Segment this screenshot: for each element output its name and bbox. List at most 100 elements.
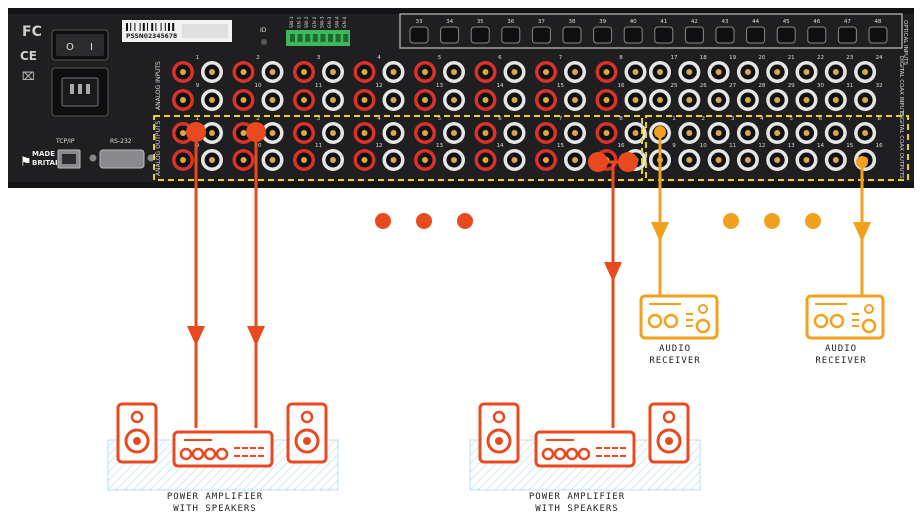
- analog-output-red-jack[interactable]: [535, 122, 557, 144]
- digital-coax-output-jack[interactable]: [795, 122, 818, 144]
- optical-port[interactable]: [807, 26, 827, 44]
- digital-coax-input-jack[interactable]: [736, 89, 759, 111]
- optical-port[interactable]: [837, 26, 857, 44]
- analog-output-red-jack[interactable]: [414, 122, 436, 144]
- optical-port[interactable]: [440, 26, 460, 44]
- digital-coax-input-jack[interactable]: [795, 89, 818, 111]
- digital-coax-input-jack[interactable]: [824, 89, 847, 111]
- analog-input-white-jack[interactable]: [443, 89, 465, 111]
- digital-coax-input-jack[interactable]: [678, 89, 701, 111]
- analog-input-red-jack[interactable]: [172, 89, 194, 111]
- analog-input-white-jack[interactable]: [624, 61, 647, 83]
- analog-output-red-jack[interactable]: [474, 149, 497, 171]
- digital-coax-output-jack[interactable]: [766, 149, 789, 171]
- analog-output-white-jack[interactable]: [201, 149, 223, 171]
- digital-coax-output-jack[interactable]: [678, 122, 701, 144]
- optical-port[interactable]: [593, 26, 613, 44]
- analog-input-white-jack[interactable]: [322, 61, 344, 83]
- analog-input-white-jack[interactable]: [503, 61, 526, 83]
- digital-coax-output-jack[interactable]: [707, 149, 730, 171]
- optical-port[interactable]: [684, 26, 704, 44]
- digital-coax-output-jack[interactable]: [795, 149, 818, 171]
- digital-coax-input-jack[interactable]: [707, 89, 730, 111]
- analog-input-white-jack[interactable]: [201, 89, 223, 111]
- analog-output-white-jack[interactable]: [443, 122, 465, 144]
- analog-output-white-jack[interactable]: [322, 149, 344, 171]
- analog-output-red-jack[interactable]: [293, 149, 315, 171]
- digital-coax-output-jack[interactable]: [736, 149, 759, 171]
- analog-output-white-jack[interactable]: [382, 122, 405, 144]
- digital-coax-output-jack[interactable]: [678, 149, 701, 171]
- analog-input-white-jack[interactable]: [564, 89, 586, 111]
- analog-output-white-jack[interactable]: [624, 122, 647, 144]
- analog-input-white-jack[interactable]: [564, 61, 586, 83]
- analog-input-red-jack[interactable]: [595, 61, 618, 83]
- analog-input-white-jack[interactable]: [443, 61, 465, 83]
- analog-input-red-jack[interactable]: [535, 89, 557, 111]
- analog-output-white-jack[interactable]: [322, 122, 344, 144]
- digital-coax-input-jack[interactable]: [854, 89, 877, 111]
- analog-input-red-jack[interactable]: [595, 89, 618, 111]
- analog-input-white-jack[interactable]: [382, 61, 405, 83]
- analog-input-white-jack[interactable]: [624, 89, 647, 111]
- optical-port[interactable]: [715, 26, 735, 44]
- optical-port[interactable]: [562, 26, 582, 44]
- optical-port[interactable]: [409, 26, 429, 44]
- digital-coax-input-jack[interactable]: [766, 89, 789, 111]
- optical-port[interactable]: [531, 26, 551, 44]
- analog-input-red-jack[interactable]: [293, 89, 315, 111]
- analog-input-red-jack[interactable]: [535, 61, 557, 83]
- terminal-screw[interactable]: [312, 34, 318, 42]
- analog-output-red-jack[interactable]: [293, 122, 315, 144]
- digital-coax-input-jack[interactable]: [736, 61, 759, 83]
- digital-coax-input-jack[interactable]: [766, 61, 789, 83]
- analog-output-white-jack[interactable]: [503, 122, 526, 144]
- analog-input-white-jack[interactable]: [322, 89, 344, 111]
- terminal-screw[interactable]: [290, 34, 295, 42]
- analog-output-red-jack[interactable]: [353, 122, 376, 144]
- analog-input-red-jack[interactable]: [353, 89, 376, 111]
- analog-output-white-jack[interactable]: [564, 149, 586, 171]
- analog-input-red-jack[interactable]: [353, 61, 376, 83]
- analog-output-red-jack[interactable]: [353, 149, 376, 171]
- analog-output-white-jack[interactable]: [382, 149, 405, 171]
- analog-input-red-jack[interactable]: [172, 61, 194, 83]
- analog-input-red-jack[interactable]: [474, 89, 497, 111]
- terminal-screw[interactable]: [335, 34, 341, 42]
- digital-coax-input-jack[interactable]: [649, 89, 671, 111]
- terminal-screw[interactable]: [328, 34, 333, 42]
- optical-port[interactable]: [470, 26, 490, 44]
- id-button[interactable]: [261, 39, 267, 45]
- analog-input-red-jack[interactable]: [232, 89, 255, 111]
- digital-coax-output-jack[interactable]: [766, 122, 789, 144]
- digital-coax-input-jack[interactable]: [795, 61, 818, 83]
- digital-coax-input-jack[interactable]: [854, 61, 877, 83]
- digital-coax-input-jack[interactable]: [678, 61, 701, 83]
- optical-port[interactable]: [501, 26, 521, 44]
- power-switch[interactable]: [56, 34, 104, 56]
- analog-output-white-jack[interactable]: [201, 122, 223, 144]
- optical-port[interactable]: [868, 26, 888, 44]
- analog-output-red-jack[interactable]: [172, 149, 194, 171]
- analog-output-white-jack[interactable]: [261, 149, 284, 171]
- analog-input-red-jack[interactable]: [293, 61, 315, 83]
- analog-input-white-jack[interactable]: [201, 61, 223, 83]
- digital-coax-input-jack[interactable]: [649, 61, 671, 83]
- digital-coax-output-jack[interactable]: [707, 122, 730, 144]
- digital-coax-input-jack[interactable]: [824, 61, 847, 83]
- optical-port[interactable]: [623, 26, 643, 44]
- optical-port[interactable]: [776, 26, 796, 44]
- analog-input-red-jack[interactable]: [414, 61, 436, 83]
- analog-output-red-jack[interactable]: [414, 149, 436, 171]
- analog-input-red-jack[interactable]: [232, 61, 255, 83]
- analog-input-white-jack[interactable]: [503, 89, 526, 111]
- analog-input-white-jack[interactable]: [261, 61, 284, 83]
- analog-input-white-jack[interactable]: [382, 89, 405, 111]
- analog-output-white-jack[interactable]: [443, 149, 465, 171]
- analog-output-red-jack[interactable]: [474, 122, 497, 144]
- analog-output-white-jack[interactable]: [261, 122, 284, 144]
- terminal-screw[interactable]: [297, 34, 303, 42]
- rs232-port[interactable]: [99, 149, 145, 169]
- analog-output-white-jack[interactable]: [564, 122, 586, 144]
- analog-output-red-jack[interactable]: [232, 149, 255, 171]
